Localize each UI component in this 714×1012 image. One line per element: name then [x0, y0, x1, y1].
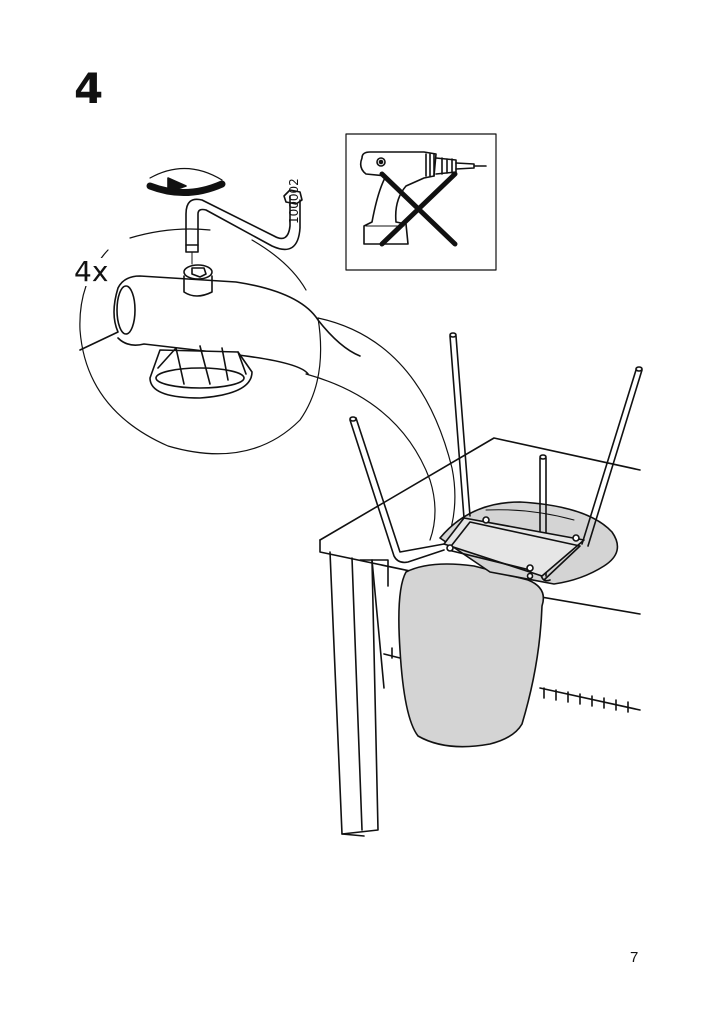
no-power-drill-icon [345, 133, 497, 271]
chair-frame [349, 332, 643, 582]
quantity-label: 4x [72, 255, 111, 288]
page-number: 7 [630, 949, 639, 966]
detail-magnifier [79, 228, 456, 545]
allen-key-icon [146, 167, 303, 265]
part-number: 100002 [287, 178, 301, 224]
step-number: 4 [74, 64, 104, 113]
